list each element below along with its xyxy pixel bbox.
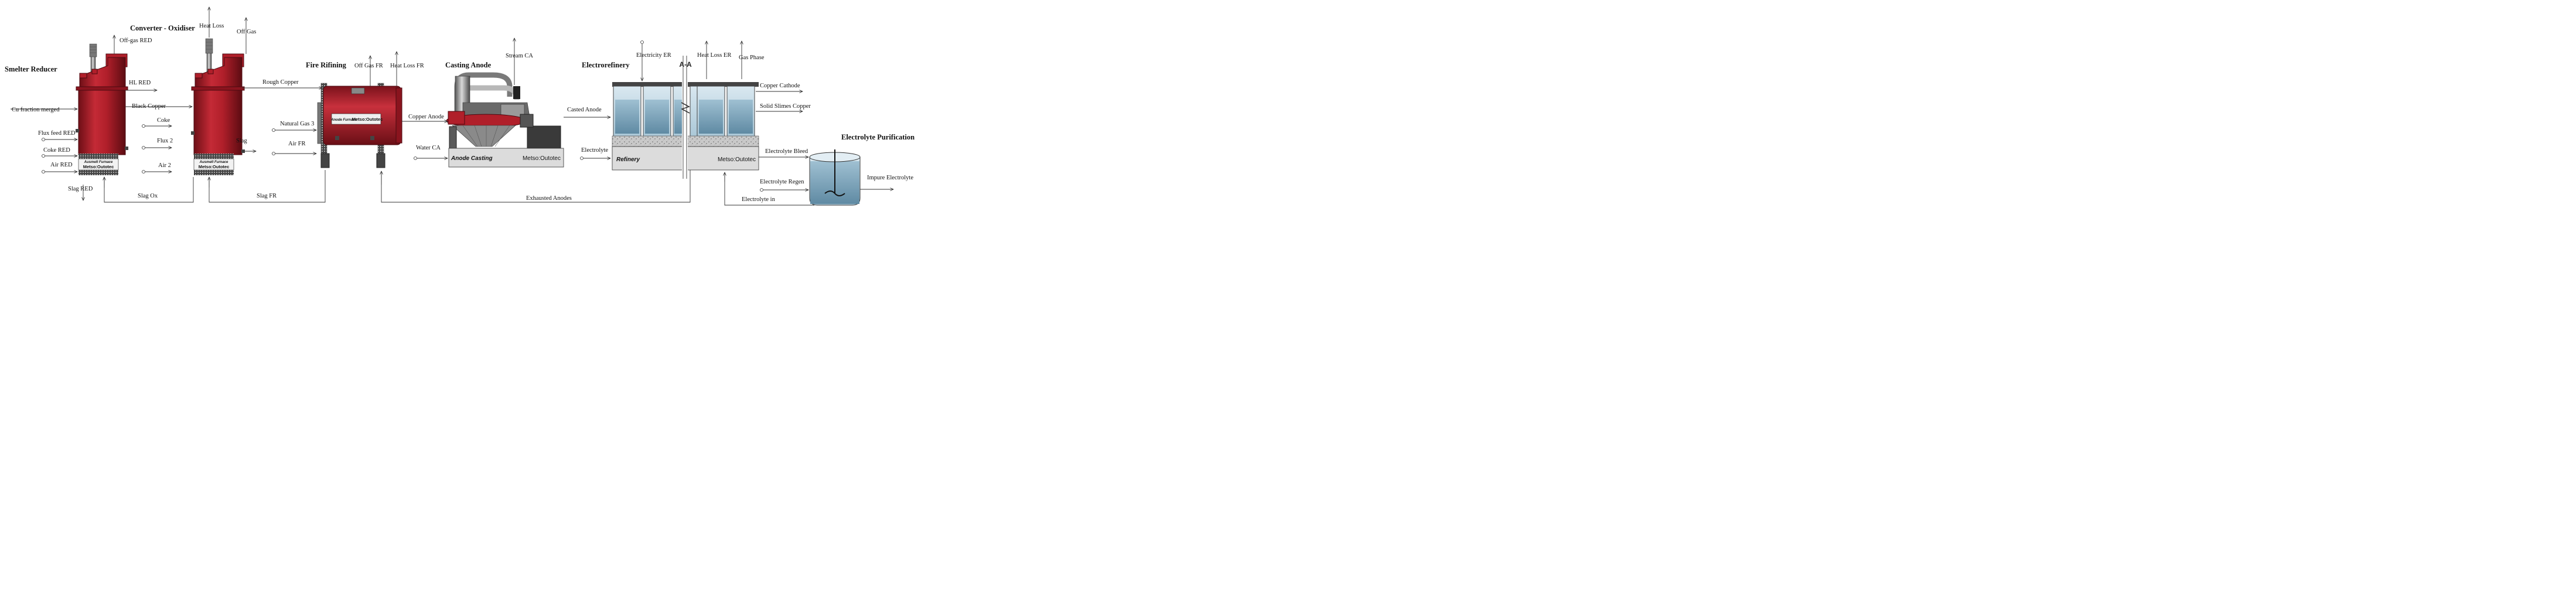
label-cu-fraction: Cu fraction merged	[12, 107, 60, 113]
label-electrolyte-in: Electrolyte in	[742, 196, 776, 203]
label-electricity-er: Electricity ER	[636, 52, 671, 59]
label-heat-loss: Heat Loss	[199, 23, 224, 29]
electrolytic-cells	[613, 86, 755, 139]
source-nodes	[42, 40, 763, 192]
label-air2: Air 2	[158, 162, 171, 169]
label-slag-red: Slag RED	[68, 186, 93, 192]
refinery-label: Refinery	[616, 156, 640, 163]
anode-furnace-label: Anode Furnace	[330, 118, 357, 122]
label-air-red: Air RED	[50, 162, 73, 168]
label-slag-ox: Slag Ox	[138, 193, 158, 199]
metso-outotec-label-5: Metso:Outotec	[718, 156, 756, 163]
label-impure-electrolyte: Impure Electrolyte	[867, 175, 913, 181]
label-offgas-red: Off-gas RED	[120, 38, 152, 44]
label-copper-cathode: Copper Cathode	[760, 83, 800, 89]
ausmelt-furnace-label-2: Ausmelt Furnace	[199, 161, 228, 164]
title-electrolyte-purification: Electrolyte Purification	[841, 133, 915, 141]
label-electrolyte: Electrolyte	[581, 147, 608, 154]
label-coke: Coke	[157, 117, 170, 124]
anode-casting-wheel[interactable]: Anode Casting Metso:Outotec	[446, 72, 564, 168]
label-electrolyte-regen: Electrolyte Regen	[760, 179, 804, 185]
label-heat-loss-er: Heat Loss ER	[697, 52, 731, 59]
converter-oxidiser-furnace[interactable]: Ausmelt Furnace Metso:Outotec	[191, 38, 245, 175]
label-slag: Slag	[236, 138, 247, 144]
anode-casting-label: Anode Casting	[451, 155, 493, 162]
anode-furnace[interactable]: Anode Furnace Metso:Outotec	[317, 83, 402, 168]
title-casting-anode: Casting Anode	[445, 61, 492, 69]
ausmelt-furnace-label-1: Ausmelt Furnace	[84, 161, 113, 164]
label-exhausted-anodes: Exhausted Anodes	[526, 195, 572, 202]
metso-outotec-label-3: Metso:Outotec	[352, 117, 383, 122]
label-natural-gas3: Natural Gas 3	[280, 121, 314, 127]
label-casted-anode: Casted Anode	[567, 107, 602, 113]
label-gas-phase: Gas Phase	[739, 55, 765, 61]
label-slag-fr: Slag FR	[257, 193, 277, 199]
label-solid-slimes: Solid Slimes Copper	[760, 103, 811, 110]
label-flux-feed-red: Flux feed RED	[38, 130, 76, 137]
electrolyte-purification-tank[interactable]	[809, 149, 861, 206]
title-converter-oxidiser: Converter - Oxidiser	[130, 24, 195, 32]
label-hl-red: HL RED	[129, 80, 151, 86]
label-coke-red: Coke RED	[43, 147, 70, 154]
label-stream-ca: Stream CA	[506, 53, 533, 59]
section-cut-label: A-A	[679, 60, 692, 69]
metso-outotec-label-4: Metso:Outotec	[523, 155, 561, 162]
label-electrolyte-bleed: Electrolyte Bleed	[765, 148, 808, 155]
title-smelter-reducer: Smelter Reducer	[5, 65, 57, 73]
label-off-gas: Off Gas	[237, 29, 256, 35]
title-fire-refining: Fire Rifining	[306, 61, 347, 69]
label-water-ca: Water CA	[416, 145, 441, 151]
label-heat-loss-fr: Heat Loss FR	[390, 63, 424, 69]
title-electrorefinery: Electrorefinery	[582, 61, 630, 69]
electrorefinery-tankhouse[interactable]: Refinery Metso:Outotec A-A	[612, 56, 759, 179]
label-flux2: Flux 2	[157, 138, 173, 144]
label-rough-copper: Rough Copper	[262, 79, 299, 86]
metso-outotec-label-2: Metso:Outotec	[199, 164, 230, 169]
label-air-fr: Air FR	[288, 141, 305, 147]
metso-outotec-label-1: Metso:Outotec	[83, 164, 114, 169]
label-black-copper: Black Copper	[132, 103, 166, 110]
flow-lines	[11, 7, 893, 206]
smelter-reducer-furnace[interactable]: Ausmelt Furnace Metso:Outotec	[76, 43, 128, 175]
label-copper-anode: Copper Anode	[408, 114, 444, 120]
process-flow-diagram: Ausmelt Furnace Metso:Outotec Ausmelt Fu…	[5, 0, 915, 206]
label-off-gas-fr: Off Gas FR	[354, 63, 383, 69]
